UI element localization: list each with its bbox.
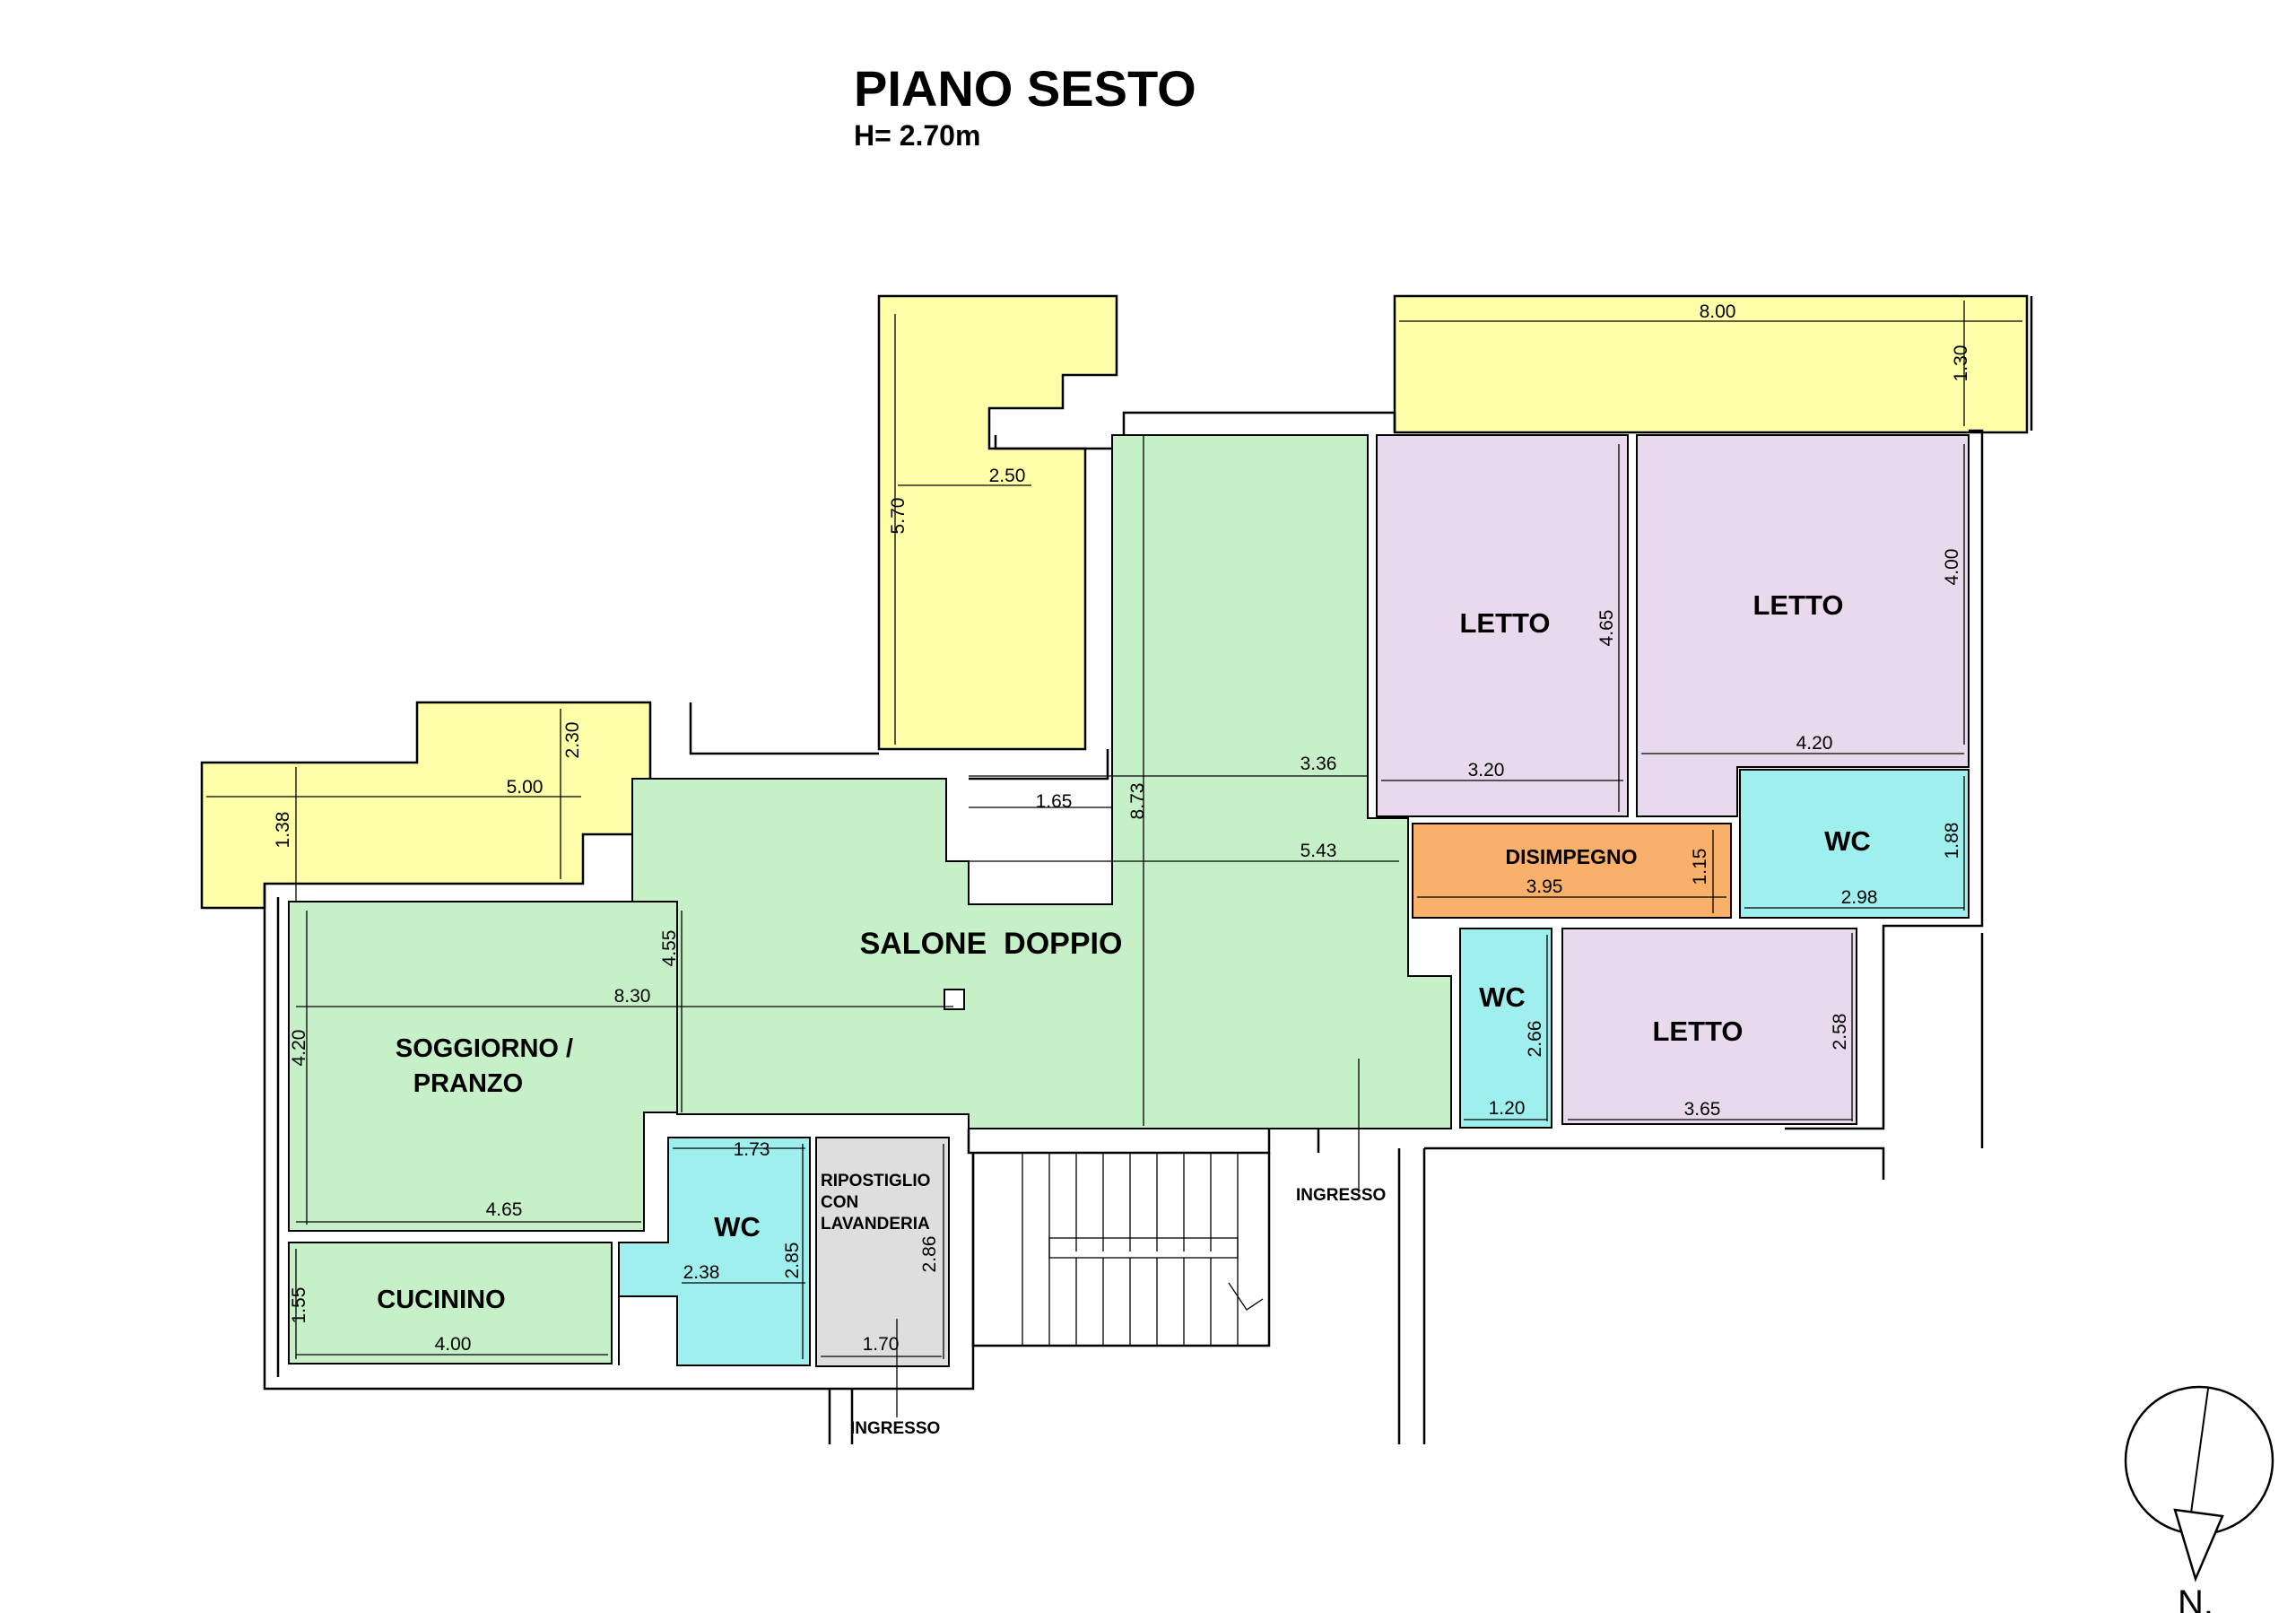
dim-wc2-width: 1.20 (1489, 1098, 1526, 1119)
north-arrow-icon (2173, 1508, 2224, 1582)
dim-soggiorno-depth: 4.20 (289, 1030, 309, 1067)
dim-salone-w3: 1.65 (1036, 791, 1073, 812)
label-cucinino: CUCININO (377, 1286, 505, 1314)
dim-cucinino-depth: 1.55 (289, 1287, 309, 1324)
dim-rip-depth: 2.86 (919, 1236, 940, 1273)
room-cucinino (288, 1242, 613, 1365)
dim-salone-depth: 8.73 (1127, 783, 1148, 820)
room-wc-2 (1459, 928, 1552, 1129)
dim-terrace-mid-width: 2.50 (989, 466, 1026, 486)
room-soggiorno (288, 901, 678, 1232)
dim-wc3-depth: 2.85 (782, 1242, 803, 1279)
dim-wc3-width: 2.38 (683, 1262, 720, 1283)
dim-terrace-left-width: 5.00 (507, 777, 544, 798)
compass-label: N. (2178, 1583, 2213, 1613)
room-letto-2 (1636, 434, 1970, 817)
label-ingresso-main: INGRESSO (1296, 1186, 1386, 1205)
terraces (200, 294, 2029, 910)
dimension-labels: 8.00 1.30 2.50 5.70 5.00 1.38 2.30 8.73 … (273, 301, 1971, 1355)
dim-salone-w1: 3.36 (1300, 754, 1337, 774)
dim-letto2-depth: 4.00 (1942, 549, 1962, 586)
dim-disimpegno-width: 3.95 (1526, 876, 1563, 897)
dim-terrace-top-width: 8.00 (1700, 301, 1736, 322)
rooms (288, 434, 1970, 1367)
dim-soggiorno-width: 8.30 (614, 986, 651, 1007)
dim-salone-depth2: 4.55 (659, 930, 680, 967)
room-wc-1 (1739, 769, 1970, 919)
room-ripostiglio (815, 1137, 950, 1367)
dim-disimpegno-depth: 1.15 (1690, 849, 1710, 885)
room-letto-1 (1376, 434, 1629, 817)
label-salone: SALONE DOPPIO (860, 927, 1123, 961)
label-letto-2: LETTO (1752, 589, 1843, 621)
label-ingresso-service: INGRESSO (850, 1419, 940, 1438)
label-wc-2: WC (1479, 981, 1526, 1013)
room-disimpegno (1412, 823, 1732, 919)
dim-wc1-depth: 1.88 (1942, 823, 1962, 859)
dim-letto3-width: 3.65 (1684, 1099, 1721, 1120)
dim-salone-w2: 5.43 (1300, 841, 1337, 861)
dimension-lines (206, 301, 2022, 1359)
terrace-top-right (1393, 294, 2029, 434)
structural-column (944, 989, 965, 1010)
terrace-left (200, 701, 652, 910)
label-wc-1: WC (1824, 825, 1871, 857)
label-soggiorno-1: SOGGIORNO / (396, 1034, 573, 1063)
label-disimpegno: DISIMPEGNO (1506, 845, 1638, 868)
label-letto-1: LETTO (1459, 607, 1550, 639)
dim-rip-width: 1.70 (863, 1334, 900, 1355)
dim-terrace-left-notch: 2.30 (562, 722, 583, 759)
label-letto-3: LETTO (1652, 1016, 1743, 1047)
label-soggiorno-2: PRANZO (413, 1069, 523, 1098)
dim-letto3-depth: 2.58 (1830, 1014, 1850, 1051)
dim-terrace-mid-depth: 5.70 (888, 498, 909, 535)
compass-needle (2187, 1388, 2209, 1533)
label-wc-3: WC (714, 1211, 761, 1242)
dim-letto2-width: 4.20 (1796, 733, 1833, 754)
dim-terrace-top-depth: 1.30 (1951, 345, 1971, 382)
label-ripostiglio-3: LAVANDERIA (821, 1215, 930, 1234)
room-wc-3 (618, 1137, 811, 1366)
dim-letto1-depth: 4.65 (1596, 610, 1617, 647)
entrances: INGRESSO INGRESSO (850, 1059, 1386, 1438)
room-letto-3 (1561, 928, 1857, 1125)
label-ripostiglio-1: RIPOSTIGLIO (821, 1172, 930, 1190)
dim-wc2-depth: 2.66 (1525, 1021, 1545, 1058)
dim-cucinino-width: 4.00 (435, 1334, 472, 1355)
label-ripostiglio-2: CON (821, 1193, 858, 1212)
dim-terrace-left-depth: 1.38 (273, 812, 293, 849)
staircase (1022, 1152, 1264, 1347)
dim-wc1-width: 2.98 (1841, 887, 1878, 908)
walls (263, 296, 2033, 1444)
room-labels: SALONE DOPPIO SOGGIORNO / PRANZO CUCININ… (377, 589, 1871, 1314)
plan-title: PIANO SESTO (854, 60, 1196, 117)
dim-letto1-width: 3.20 (1468, 760, 1505, 780)
north-compass: N. (2124, 1385, 2274, 1613)
dim-soggiorno-width2: 4.65 (486, 1199, 523, 1220)
terrace-middle (877, 294, 1118, 751)
dim-wc3-top: 1.73 (734, 1139, 770, 1160)
ceiling-height-note: H= 2.70m (854, 119, 980, 152)
